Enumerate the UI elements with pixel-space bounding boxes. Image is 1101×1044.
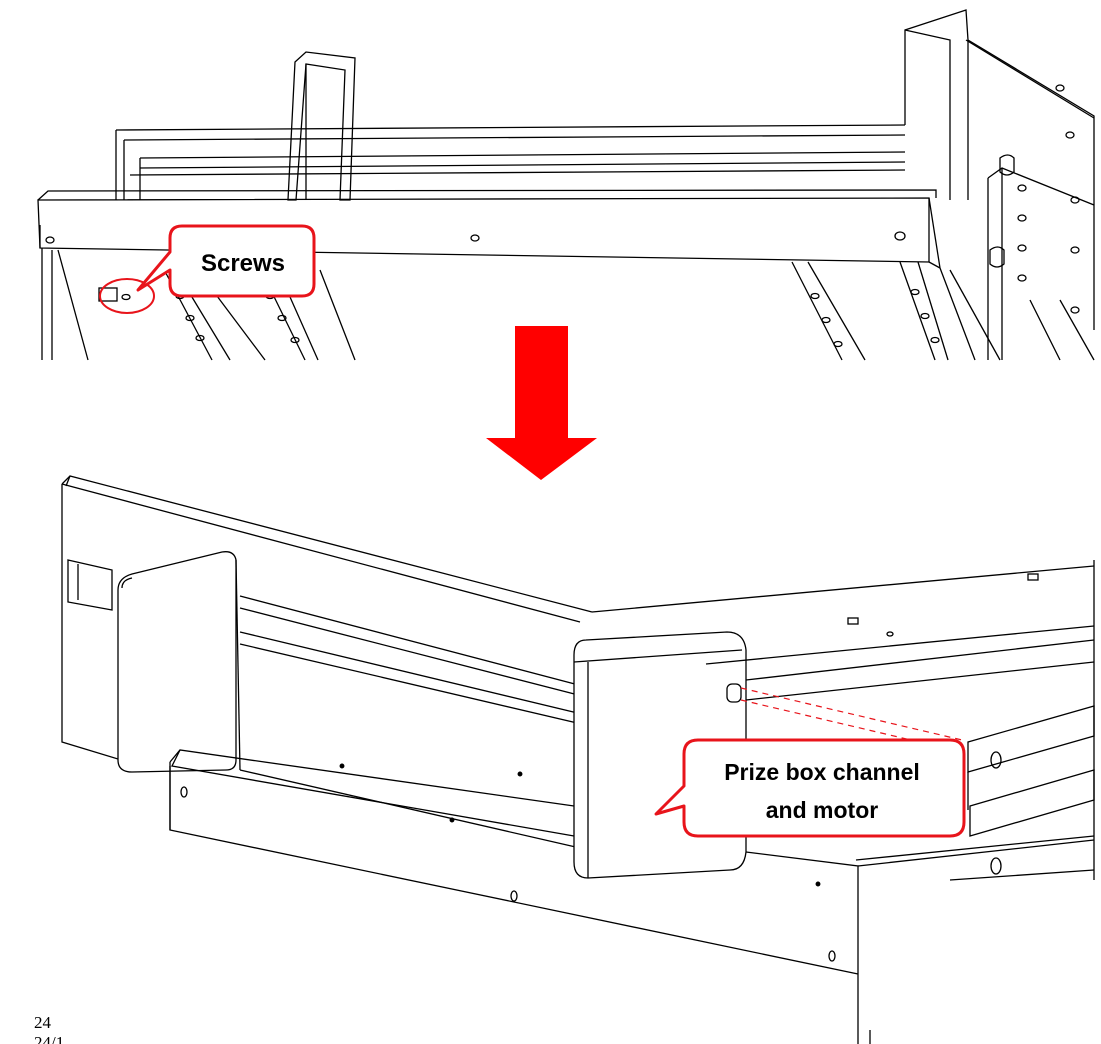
screws-label: Screws bbox=[201, 250, 285, 277]
top-frame-drawing bbox=[37, 9, 1095, 361]
channel-motor-callout: Prize box channel and motor bbox=[654, 738, 966, 838]
screws-callout: Screws bbox=[136, 224, 316, 298]
down-arrow bbox=[486, 326, 597, 480]
page-number: 24 bbox=[34, 1013, 51, 1032]
channel-motor-label-line1: Prize box channel bbox=[724, 759, 920, 785]
screw-highlight-circle bbox=[99, 278, 155, 314]
channel-motor-label-line2: and motor bbox=[766, 797, 878, 823]
page-number-fragment: 24/1 bbox=[34, 1034, 65, 1044]
